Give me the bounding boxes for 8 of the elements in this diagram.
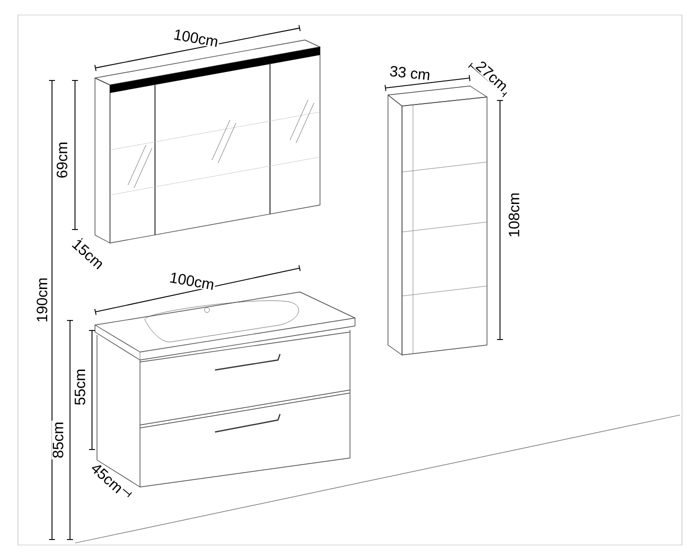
dimension-label: 100cm	[168, 270, 216, 292]
dimension-label: 33 cm	[388, 64, 432, 82]
dimension-label: 69cm	[56, 140, 68, 180]
dimension-label: 100cm	[172, 28, 220, 48]
dimension-label: 85cm	[52, 420, 64, 460]
dimension-label: 55cm	[74, 368, 86, 406]
dimension-label: 190cm	[36, 276, 48, 324]
dimension-label: 108cm	[508, 192, 520, 239]
